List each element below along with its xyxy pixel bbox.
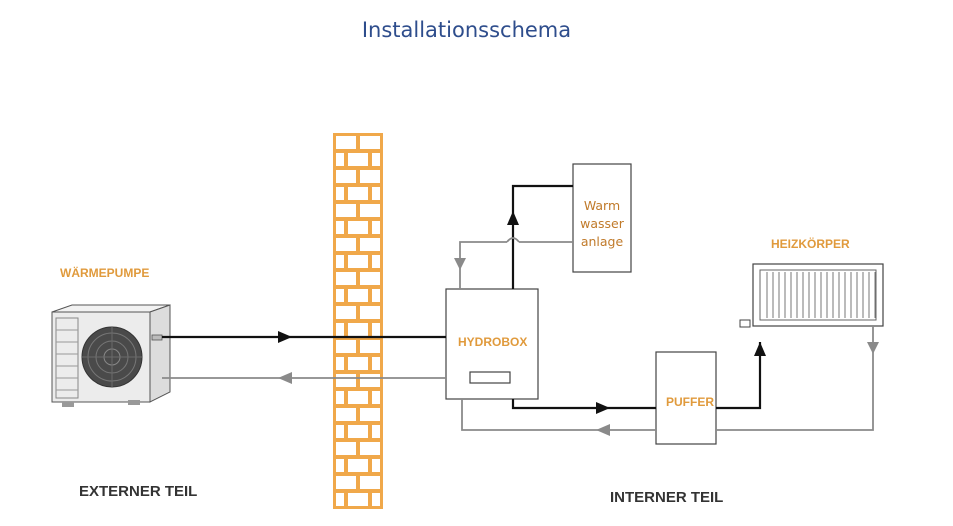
puffer-tank: [655, 351, 717, 445]
puffer-label: PUFFER: [666, 395, 714, 409]
hydrobox-unit: [445, 288, 539, 400]
page-title: Installationsschema: [361, 18, 572, 42]
arrow-down-hotwater-return: [454, 258, 466, 270]
arrow-right-puffer: [596, 402, 610, 414]
arrow-left-return: [278, 372, 292, 384]
arrow-up-hotwater: [507, 211, 519, 225]
brick-wall: [333, 133, 383, 509]
return-pipes: [162, 237, 874, 431]
arrow-down-radiator-return: [867, 342, 879, 354]
arrow-right-flow: [278, 331, 292, 343]
hot-water-tank-label: Warm wasser anlage: [573, 197, 631, 251]
external-part-label: EXTERNER TEIL: [79, 483, 198, 500]
radiator-label: HEIZKÖRPER: [771, 237, 850, 251]
heat-pump-label: WÄRMEPUMPE: [60, 266, 150, 280]
flow-arrows: [278, 211, 879, 436]
hot-water-line-3: anlage: [580, 234, 624, 249]
radiator: [739, 263, 884, 328]
arrow-left-puffer-return: [596, 424, 610, 436]
internal-part-label: INTERNER TEIL: [610, 489, 724, 506]
hot-water-tank: [572, 163, 632, 273]
hot-water-line-1: Warm: [583, 198, 621, 213]
arrow-up-radiator: [754, 342, 766, 356]
hydrobox-label: HYDROBOX: [458, 335, 528, 349]
heat-pump-unit: [51, 304, 171, 407]
hot-water-line-2: wasser: [580, 216, 624, 231]
